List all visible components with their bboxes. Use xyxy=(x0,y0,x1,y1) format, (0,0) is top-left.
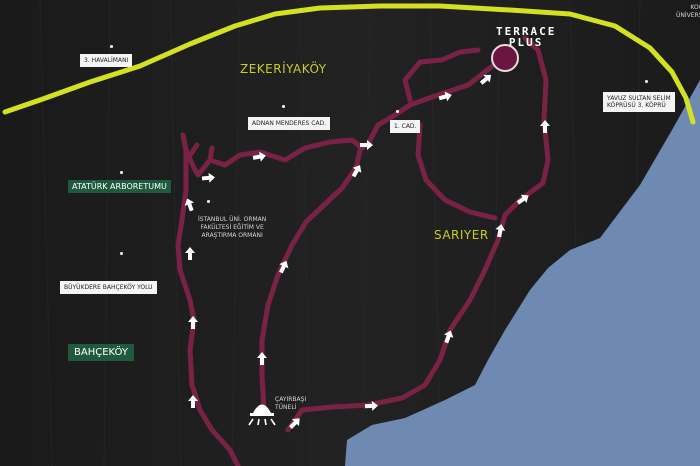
route-inner-loop xyxy=(415,122,498,221)
marker-dot xyxy=(120,171,123,174)
arrow-tunnel-exit xyxy=(289,418,300,429)
arrow-up-east-1 xyxy=(443,330,454,344)
route-upper-branch xyxy=(402,47,481,103)
arrow-right-2 xyxy=(252,151,266,162)
arrow-up-right-1 xyxy=(479,74,492,85)
label-buyukdere: BÜYÜKDERE BAHÇEKÖY YOLU xyxy=(60,281,157,294)
orman-line3: ARAŞTIRMA ORMANI xyxy=(201,232,263,239)
arrow-up-1 xyxy=(188,395,198,408)
marker-dot xyxy=(396,110,399,113)
label-birinci-cad: 1. CAD. xyxy=(390,120,421,133)
arrow-up-2 xyxy=(188,316,198,329)
district-sariyer: SARIYER xyxy=(434,228,489,242)
yavuz-line2: KÖPRÜSÜ 3. KÖPRÜ xyxy=(607,102,666,109)
marker-dot xyxy=(120,252,123,255)
arrow-up-center-2 xyxy=(279,260,289,274)
label-ataturk-arboretumu: ATATÜRK ARBORETUMU xyxy=(68,180,171,193)
arrow-up-3 xyxy=(185,247,195,260)
label-adnan-menderes: ADNAN MENDERES CAD. xyxy=(248,117,331,130)
terrace-plus-logo: TERRACE PLUS xyxy=(496,26,556,48)
koc-line1: KOÇ xyxy=(690,4,700,11)
marker-dot xyxy=(645,80,648,83)
label-cayirbasi: ÇAYIRBAŞI TÜNELİ xyxy=(275,396,306,412)
label-bahcekoy: BAHÇEKÖY xyxy=(68,344,134,361)
marker-dot xyxy=(207,200,210,203)
arrow-up-east-2 xyxy=(495,224,506,238)
district-zekeriyakoy: ZEKERİYAKÖY xyxy=(240,62,327,76)
cayirbasi-line2: TÜNELİ xyxy=(275,404,297,411)
arrow-up-east-3 xyxy=(516,194,529,205)
label-yavuz-sultan: YAVUZ SULTAN SELİM KÖPRÜSÜ 3. KÖPRÜ xyxy=(603,92,675,112)
label-havalimani: 3. HAVALİMANI xyxy=(80,54,133,67)
route-center xyxy=(259,147,363,413)
orman-line1: İSTANBUL ÜNİ. ORMAN xyxy=(198,216,267,223)
orman-line2: FAKÜLTESİ EĞİTİM VE xyxy=(200,224,264,231)
koc-line2: ÜNİVERSİTESİ xyxy=(676,12,700,19)
brand-line1: TERRACE xyxy=(496,25,557,38)
arrow-up-4 xyxy=(184,198,195,212)
route-west xyxy=(175,55,505,466)
brand-line2: PLUS xyxy=(508,36,544,49)
label-orman-fakultesi: İSTANBUL ÜNİ. ORMAN FAKÜLTESİ EĞİTİM VE … xyxy=(198,216,266,240)
arrow-up-center-1 xyxy=(351,165,362,178)
highway-road xyxy=(2,3,696,125)
marker-dot xyxy=(110,45,113,48)
route-side-spurs xyxy=(180,132,215,163)
bosphorus-water xyxy=(345,80,700,466)
arrow-right-5 xyxy=(364,400,378,411)
label-koc-universitesi: KOÇ ÜNİVERSİTESİ xyxy=(676,4,700,20)
arrow-right-1 xyxy=(201,172,215,183)
arrow-up-center-3 xyxy=(257,352,267,365)
route-arrows xyxy=(184,74,550,429)
tunnel-icon xyxy=(248,404,276,426)
terrace-plus-marker xyxy=(491,44,519,72)
arrow-right-4 xyxy=(438,91,452,102)
yavuz-line1: YAVUZ SULTAN SELİM xyxy=(607,95,671,102)
marker-dot xyxy=(282,105,285,108)
arrow-up-east-4 xyxy=(540,120,550,133)
cayirbasi-line1: ÇAYIRBAŞI xyxy=(275,396,307,403)
arrow-right-3 xyxy=(360,140,373,150)
